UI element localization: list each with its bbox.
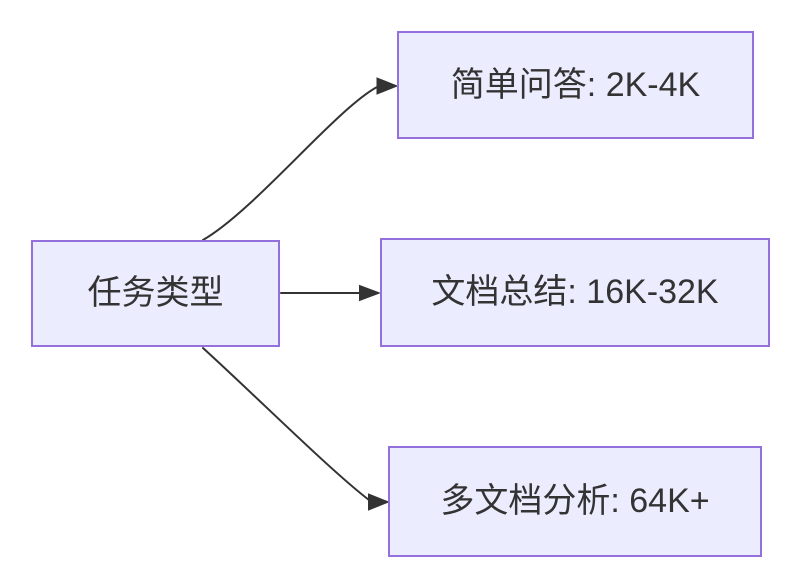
node-simple-qa-label: 简单问答: 2K-4K bbox=[450, 65, 701, 104]
node-task-type-label: 任务类型 bbox=[87, 274, 224, 313]
edge-task-type-to-simple-qa-arrowhead bbox=[376, 77, 399, 95]
edge-task-type-to-multi-doc bbox=[202, 347, 370, 501]
edge-task-type-to-doc-summary-arrowhead bbox=[359, 284, 381, 302]
node-doc-summary-label: 文档总结: 16K-32K bbox=[431, 273, 719, 312]
edge-task-type-to-multi-doc-arrowhead bbox=[368, 493, 390, 511]
node-doc-summary: 文档总结: 16K-32K bbox=[380, 238, 770, 347]
edge-task-type-to-simple-qa bbox=[202, 86, 378, 241]
node-task-type: 任务类型 bbox=[31, 240, 280, 347]
node-multi-doc: 多文档分析: 64K+ bbox=[388, 446, 762, 557]
node-multi-doc-label: 多文档分析: 64K+ bbox=[440, 482, 710, 521]
node-simple-qa: 简单问答: 2K-4K bbox=[397, 31, 754, 139]
